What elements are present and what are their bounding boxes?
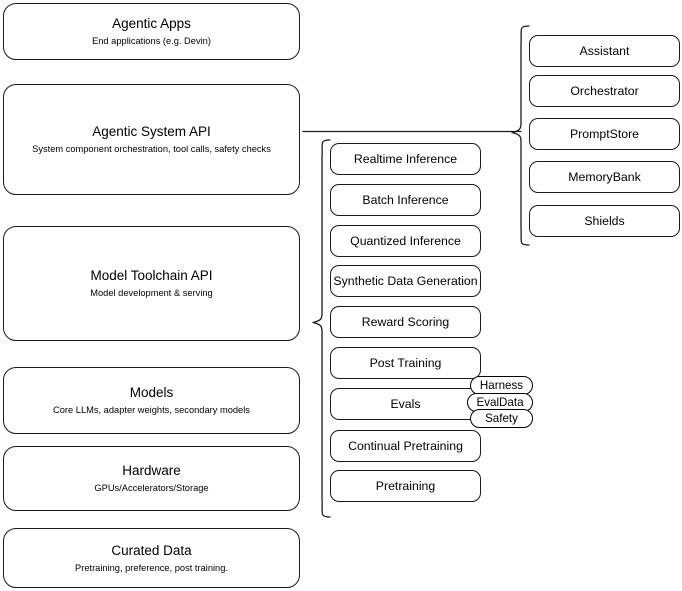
layer-subtitle: End applications (e.g. Devin) (92, 36, 211, 46)
eval-pill-safety[interactable]: Safety (470, 409, 533, 428)
layer-agentic-system-api[interactable]: Agentic System API System component orch… (3, 84, 300, 195)
system-node-shields[interactable]: Shields (529, 205, 680, 237)
layer-title: Model Toolchain API (90, 268, 213, 283)
layer-subtitle: GPUs/Accelerators/Storage (94, 483, 209, 493)
layer-subtitle: Model development & serving (90, 288, 213, 298)
system-components-brace (511, 25, 530, 246)
layer-title: Agentic System API (92, 124, 211, 139)
layer-subtitle: Pretraining, preference, post training. (75, 562, 228, 573)
toolchain-node-evals[interactable]: Evals (330, 388, 481, 420)
toolchain-node-realtime-inference[interactable]: Realtime Inference (330, 143, 481, 175)
layer-model-toolchain-api[interactable]: Model Toolchain API Model development & … (3, 226, 300, 341)
layer-title: Agentic Apps (112, 16, 191, 31)
toolchain-node-batch-inference[interactable]: Batch Inference (330, 184, 481, 216)
layer-curated-data[interactable]: Curated Data Pretraining, preference, po… (3, 528, 300, 588)
system-node-promptstore[interactable]: PromptStore (529, 118, 680, 150)
layer-models[interactable]: Models Core LLMs, adapter weights, secon… (3, 367, 300, 434)
layer-hardware[interactable]: Hardware GPUs/Accelerators/Storage (3, 446, 300, 511)
layer-agentic-apps[interactable]: Agentic Apps End applications (e.g. Devi… (3, 3, 300, 60)
layer-subtitle: Core LLMs, adapter weights, secondary mo… (53, 405, 250, 415)
system-node-memorybank[interactable]: MemoryBank (529, 161, 680, 193)
toolchain-node-post-training[interactable]: Post Training (330, 347, 481, 379)
toolchain-brace (312, 139, 331, 518)
layer-title: Hardware (122, 463, 181, 478)
toolchain-node-pretraining[interactable]: Pretraining (330, 470, 481, 502)
layer-title: Models (129, 385, 174, 400)
toolchain-node-synthetic-data-generation[interactable]: Synthetic Data Generation (330, 265, 481, 297)
toolchain-node-quantized-inference[interactable]: Quantized Inference (330, 225, 481, 257)
toolchain-node-continual-pretraining[interactable]: Continual Pretraining (330, 430, 481, 462)
toolchain-node-reward-scoring[interactable]: Reward Scoring (330, 306, 481, 338)
system-node-orchestrator[interactable]: Orchestrator (529, 75, 680, 107)
layer-title: Curated Data (111, 542, 192, 558)
system-node-assistant[interactable]: Assistant (529, 35, 680, 67)
layer-subtitle: System component orchestration, tool cal… (32, 144, 271, 154)
